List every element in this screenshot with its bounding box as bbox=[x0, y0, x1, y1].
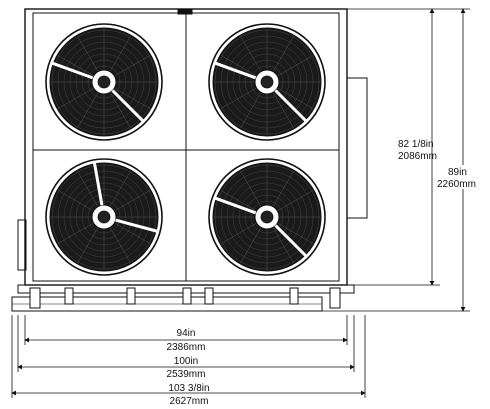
fan-grille-spoke bbox=[57, 190, 98, 214]
fan-grille-spoke bbox=[77, 35, 101, 76]
support-leg bbox=[329, 287, 341, 309]
fan-motor-bracket bbox=[50, 61, 145, 123]
top-bracket bbox=[177, 8, 193, 15]
fan-grille-spoke bbox=[57, 85, 98, 109]
fan-grille-spoke bbox=[77, 88, 101, 129]
fan-motor bbox=[260, 210, 274, 224]
dim-89-metric: 2260mm bbox=[437, 179, 476, 190]
dim-94-metric: 2386mm bbox=[167, 342, 206, 353]
support-leg bbox=[126, 287, 136, 305]
fan-grille-spoke bbox=[240, 170, 264, 211]
fan-grille-spoke bbox=[107, 35, 131, 76]
fan-grille-spoke bbox=[273, 190, 314, 214]
fan-grille-spoke bbox=[240, 88, 264, 129]
fan-grille-spoke bbox=[77, 223, 101, 264]
vertical-dimensions bbox=[322, 8, 470, 312]
fan-grille-spoke bbox=[270, 223, 294, 264]
fan-grille-spoke bbox=[110, 85, 151, 109]
fan-grille-spoke bbox=[220, 220, 261, 244]
fan-top-right bbox=[208, 23, 326, 141]
fan-shroud bbox=[45, 23, 163, 141]
fan-motor-bracket bbox=[213, 61, 308, 123]
support-leg bbox=[289, 287, 299, 305]
support-leg bbox=[182, 287, 192, 305]
fan-grille-spoke bbox=[57, 220, 98, 244]
fan-shroud bbox=[208, 23, 326, 141]
dim-94-imperial: 94in bbox=[177, 328, 196, 339]
fan-grille-spoke bbox=[270, 88, 294, 129]
fan-grille-spoke bbox=[270, 170, 294, 211]
fan-grille-spoke bbox=[110, 190, 151, 214]
dim-100-imperial: 100in bbox=[174, 356, 198, 367]
support-legs bbox=[29, 287, 341, 309]
fan-grille-spoke bbox=[110, 220, 151, 244]
fan-motor-bracket bbox=[213, 196, 308, 258]
fan-grille-spoke bbox=[270, 35, 294, 76]
fan-grille-spoke bbox=[107, 170, 131, 211]
fan-motor bbox=[97, 75, 111, 89]
fan-grille-spoke bbox=[273, 85, 314, 109]
fan-motor bbox=[97, 210, 111, 224]
support-leg bbox=[204, 287, 214, 305]
fan-grille-spoke bbox=[273, 220, 314, 244]
dimension-labels: 94in 2386mm 100in 2539mm 103 3/8in 2627m… bbox=[167, 137, 487, 407]
fan-group bbox=[45, 23, 326, 276]
support-leg bbox=[64, 287, 74, 305]
fan-grille-spoke bbox=[110, 55, 151, 79]
dim-89-imperial: 89in bbox=[448, 167, 467, 178]
fan-bottom-left bbox=[45, 158, 163, 276]
fan-grille-spoke bbox=[273, 55, 314, 79]
fan-grille-spoke bbox=[240, 223, 264, 264]
dim-103-imperial: 103 3/8in bbox=[168, 383, 209, 394]
fan-grille-spoke bbox=[220, 55, 261, 79]
horizontal-dimensions bbox=[11, 315, 366, 398]
fan-grille-spoke bbox=[77, 170, 101, 211]
fan-bottom-right bbox=[208, 158, 326, 276]
left-side-panel bbox=[17, 219, 27, 271]
dim-100-metric: 2539mm bbox=[167, 369, 206, 380]
fan-motor-bracket bbox=[92, 161, 159, 233]
right-side-panel bbox=[346, 77, 368, 219]
support-leg bbox=[29, 287, 41, 309]
fan-shroud bbox=[208, 158, 326, 276]
fan-grille-spoke bbox=[107, 223, 131, 264]
fan-shroud bbox=[45, 158, 163, 276]
fan-grille-spoke bbox=[107, 88, 131, 129]
dim-103-metric: 2627mm bbox=[170, 396, 209, 407]
fan-grille-spoke bbox=[57, 55, 98, 79]
fan-grille-spoke bbox=[220, 85, 261, 109]
dim-82-metric: 2086mm bbox=[398, 151, 437, 162]
fan-top-left bbox=[45, 23, 163, 141]
fan-grille-spoke bbox=[240, 35, 264, 76]
fan-motor bbox=[260, 75, 274, 89]
fan-grille-spoke bbox=[220, 190, 261, 214]
dim-82-imperial: 82 1/8in bbox=[398, 139, 434, 150]
